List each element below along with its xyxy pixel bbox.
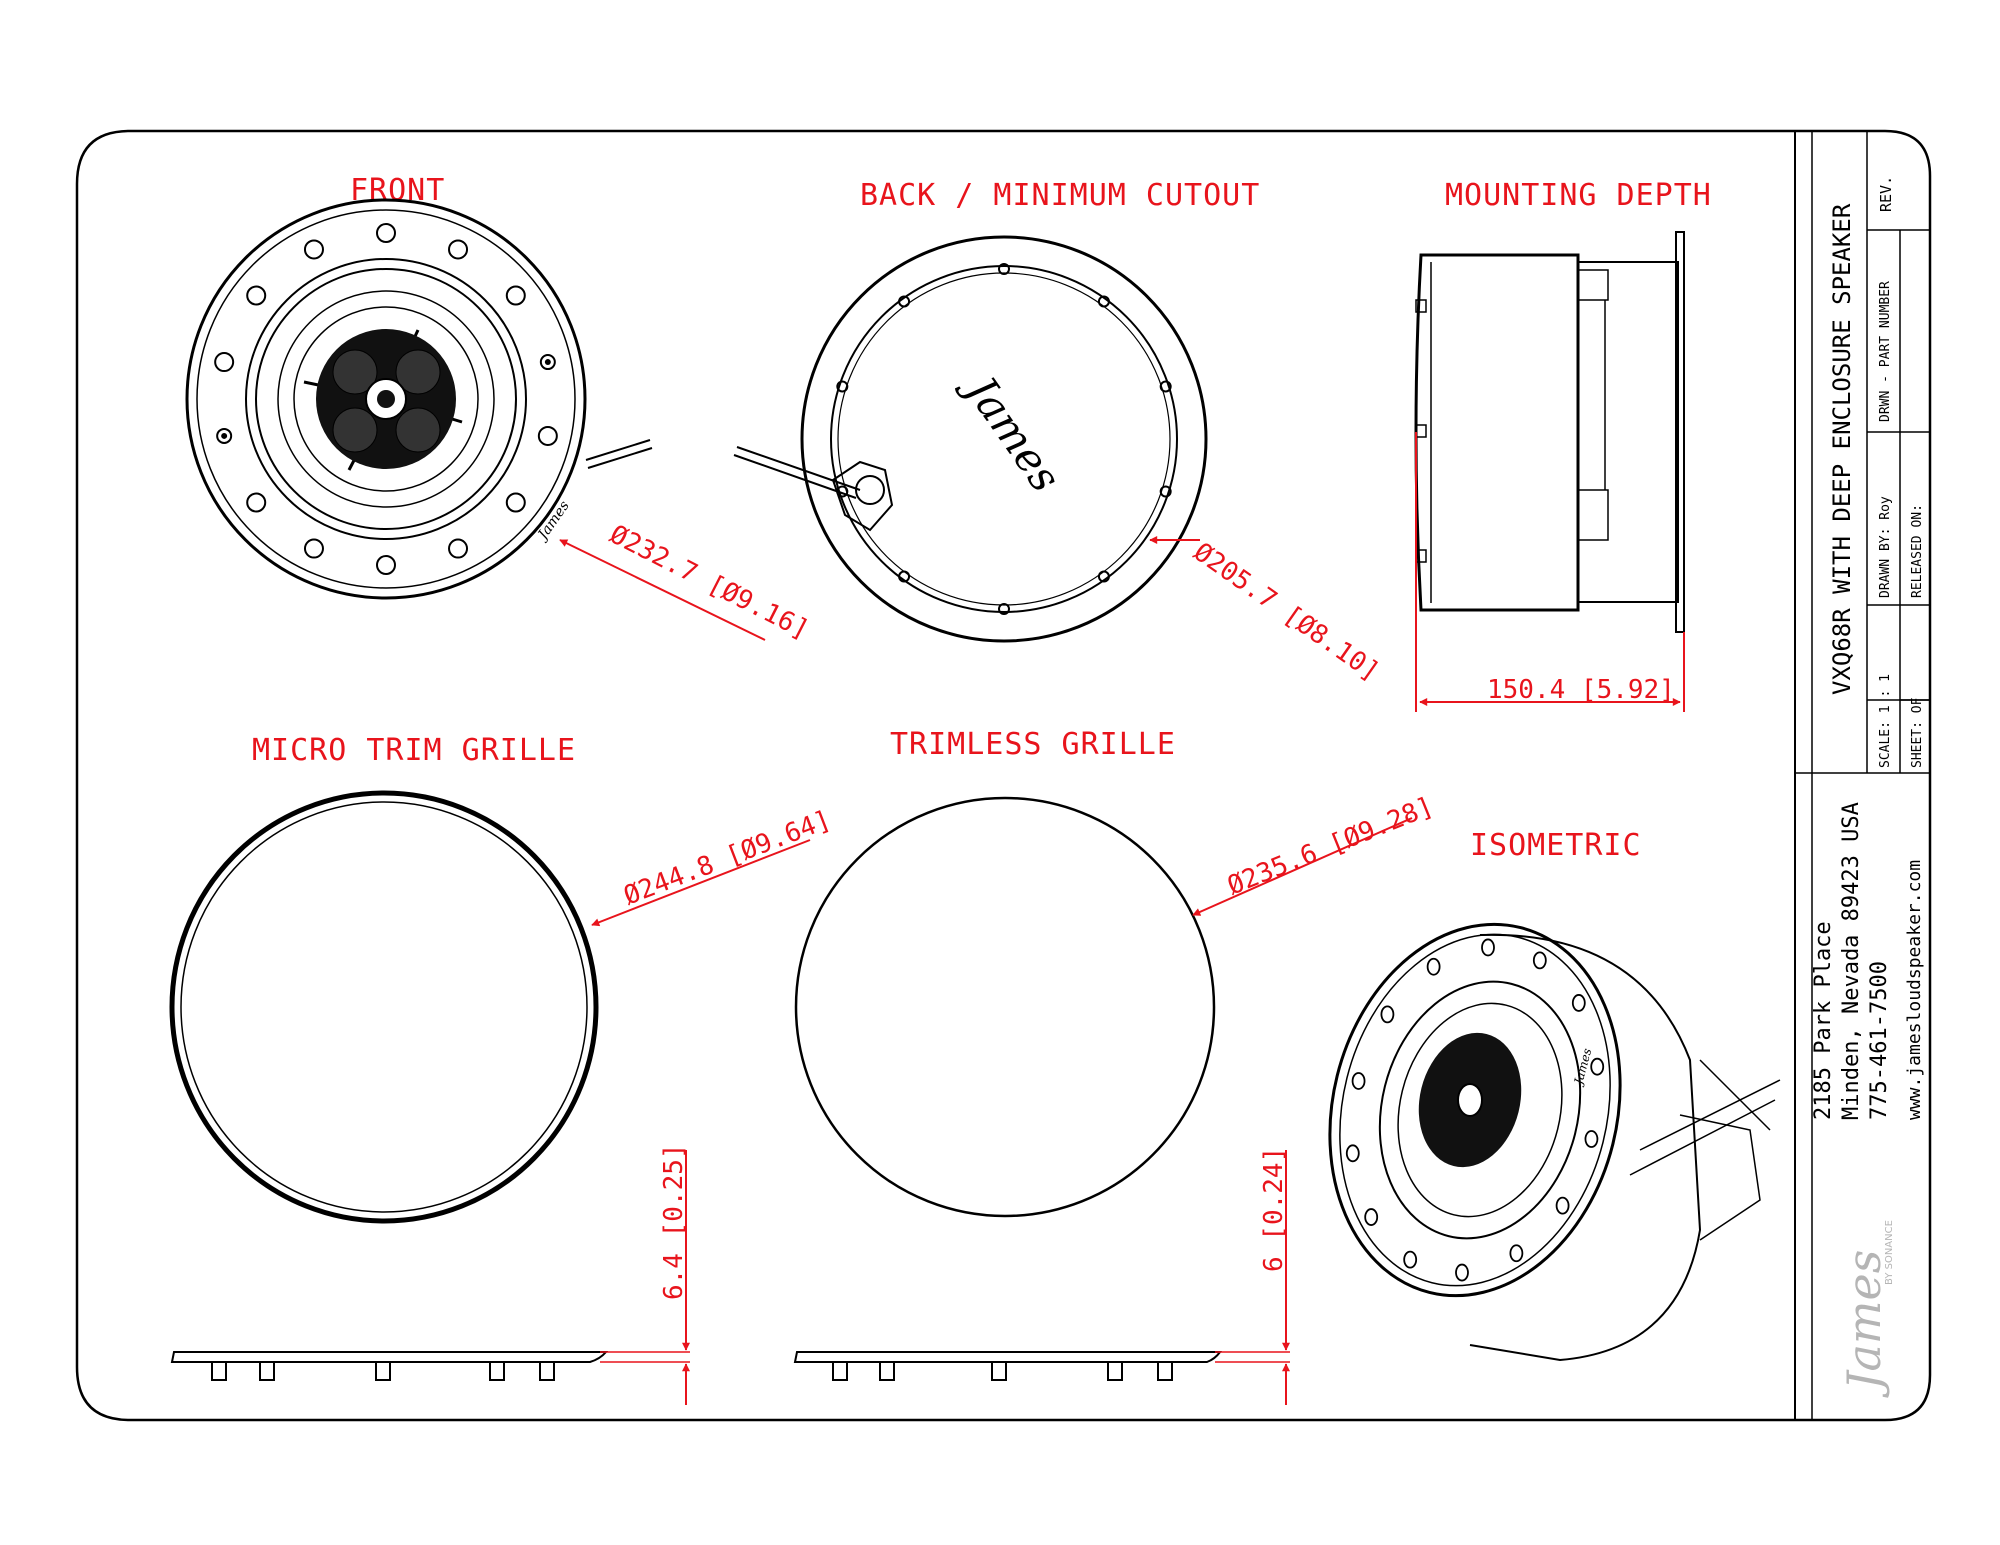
isometric-view-label: ISOMETRIC <box>1470 828 1642 863</box>
isometric-view: James <box>1328 922 1781 1362</box>
mounting-hole <box>303 239 324 260</box>
front-diameter-dimension: Ø232.7 [Ø9.16] <box>605 520 814 646</box>
back-view: James <box>733 235 1208 643</box>
depth-dimension <box>1415 432 1685 712</box>
mounting-hole <box>214 352 235 373</box>
rev-label: REV. <box>1877 176 1895 212</box>
front-wire <box>585 439 653 469</box>
grille-peg <box>991 1361 1007 1381</box>
trimless-grille <box>794 796 1216 1218</box>
trimless-diameter-dimension: Ø235.6 [Ø9.28] <box>1223 792 1437 902</box>
released-on: RELEASED ON: <box>1910 504 1925 598</box>
svg-text:BY SONANCE: BY SONANCE <box>1884 1220 1895 1285</box>
mounting-hole <box>505 285 526 306</box>
woofer-cone <box>316 329 456 469</box>
address-line-1: 2185 Park Place <box>1811 921 1836 1120</box>
trimless-view-label: TRIMLESS GRILLE <box>890 727 1176 762</box>
iso-hole <box>1455 1263 1469 1282</box>
mounting-depth-dimension: 150.4 [5.92] <box>1487 675 1675 705</box>
micro-trim-thickness-dimension-lines <box>600 1150 690 1405</box>
back-tab <box>898 295 911 308</box>
back-tab <box>1159 485 1172 498</box>
drawn-by: DRAWN BY: Roy <box>1878 496 1893 598</box>
back-logo-mark: James <box>952 361 1070 501</box>
back-tab <box>1159 380 1172 393</box>
micro-trim-view-label: MICRO TRIM GRILLE <box>252 733 576 768</box>
depth-view-label: MOUNTING DEPTH <box>1445 178 1712 213</box>
mounting-hole <box>246 285 267 306</box>
front-view: James <box>185 198 653 600</box>
iso-hole <box>1403 1250 1418 1269</box>
back-tab <box>836 380 849 393</box>
website: www.jamesloudspeaker.com <box>1904 860 1925 1120</box>
mounting-hole <box>376 555 396 575</box>
sheet-number: SHEET: OF <box>1910 697 1925 768</box>
mounting-hole <box>376 223 396 243</box>
drawing-title: VXQ68R WITH DEEP ENCLOSURE SPEAKER <box>1828 203 1856 695</box>
iso-hole <box>1571 994 1586 1012</box>
trimless-side-profile <box>793 1351 1222 1381</box>
brand-logo: James BY SONANCE <box>1837 1220 1895 1398</box>
grille-peg <box>879 1361 895 1381</box>
back-tab <box>998 603 1010 615</box>
iso-hole <box>1481 938 1495 957</box>
iso-hole <box>1532 951 1547 970</box>
iso-hole <box>1364 1208 1379 1226</box>
grille-peg <box>539 1361 555 1381</box>
grille-peg <box>1157 1361 1173 1381</box>
mounting-hole <box>539 354 556 371</box>
micro-trim-side-profile <box>170 1351 609 1381</box>
part-number-label: DRWN - PART NUMBER <box>1878 281 1893 422</box>
grille-peg <box>1107 1361 1123 1381</box>
front-view-label: FRONT <box>350 173 445 208</box>
phone-number: 775-461-7500 <box>1867 961 1892 1120</box>
iso-hole <box>1590 1057 1605 1076</box>
mounting-hole <box>448 239 469 260</box>
mounting-hole <box>303 538 324 559</box>
trimless-leader <box>1192 817 1413 916</box>
back-tab <box>1097 570 1110 583</box>
address-line-2: Minden, Nevada 89423 USA <box>1839 802 1864 1120</box>
grille-peg <box>259 1361 275 1381</box>
trimless-thickness-dimension-lines <box>1215 1150 1290 1405</box>
micro-trim-grille <box>169 790 599 1224</box>
mounting-hole <box>505 492 526 513</box>
iso-hole <box>1509 1244 1524 1263</box>
back-tab <box>898 570 911 583</box>
scale: SCALE: 1 : 1 <box>1878 674 1893 768</box>
mounting-hole <box>216 427 233 444</box>
micro-trim-thickness-dimension: 6.4 [0.25] <box>659 1143 689 1300</box>
iso-hole <box>1426 957 1441 976</box>
sheet-border <box>75 129 1932 1422</box>
iso-hole <box>1380 1005 1395 1024</box>
back-tab <box>998 263 1010 275</box>
cutout-diameter-dimension: Ø205.7 [Ø8.10] <box>1188 537 1385 687</box>
micro-trim-leader <box>591 839 811 927</box>
title-block: REV. VXQ68R WITH DEEP ENCLOSURE SPEAKER … <box>1794 131 1930 1420</box>
mounting-hole <box>448 538 469 559</box>
iso-hole <box>1584 1130 1599 1148</box>
back-tab <box>1097 295 1110 308</box>
svg-text:James: James <box>1837 1250 1891 1398</box>
trimless-thickness-dimension: 6 [0.24] <box>1259 1147 1289 1272</box>
front-dimension-leader <box>559 539 766 641</box>
grille-peg <box>832 1361 848 1381</box>
mounting-holes <box>214 223 558 575</box>
mounting-hole <box>537 425 558 446</box>
grille-peg <box>211 1361 227 1381</box>
iso-hole <box>1345 1144 1360 1163</box>
grille-peg <box>489 1361 505 1381</box>
back-view-label: BACK / MINIMUM CUTOUT <box>860 178 1260 213</box>
depth-side-view <box>1414 231 1685 633</box>
grille-peg <box>375 1361 391 1381</box>
iso-hole <box>1351 1072 1366 1090</box>
micro-trim-diameter-dimension: Ø244.8 [Ø9.64] <box>620 805 835 912</box>
iso-hole <box>1555 1196 1570 1215</box>
mounting-hole <box>246 492 267 513</box>
